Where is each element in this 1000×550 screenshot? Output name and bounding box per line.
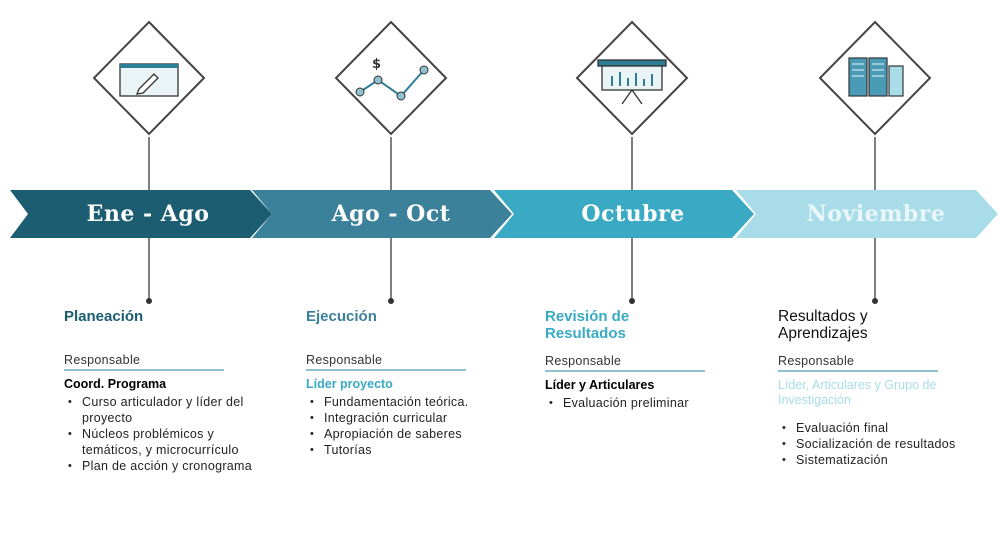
responsible-heading: Responsable bbox=[778, 354, 938, 372]
responsible-heading: Responsable bbox=[64, 353, 224, 371]
list-item: Integración curricular bbox=[310, 410, 496, 426]
arrow-shape-1 bbox=[10, 190, 272, 238]
responsible-name: Coord. Programa bbox=[64, 377, 167, 391]
period-label-1: Ene - Ago bbox=[86, 201, 210, 227]
connector-dot-1 bbox=[146, 298, 152, 304]
list-item: Apropiación de saberes bbox=[310, 426, 496, 442]
period-label-2: Ago - Oct bbox=[331, 201, 451, 227]
responsible-name: Líder y Articulares bbox=[545, 378, 655, 392]
task-list: Curso articulador y líder del proyecto N… bbox=[64, 394, 254, 474]
phase-title: Resultados y Aprendizajes bbox=[778, 308, 868, 342]
connector-dot-2 bbox=[388, 298, 394, 304]
responsible-heading: Responsable bbox=[545, 354, 705, 372]
arrow-shape-2 bbox=[252, 190, 512, 238]
svg-text:$: $ bbox=[372, 57, 381, 72]
task-list: Fundamentación teórica. Integración curr… bbox=[306, 394, 496, 458]
list-item: Sistematización bbox=[782, 452, 983, 468]
list-item: Núcleos problémicos y temáticos, y micro… bbox=[68, 426, 254, 458]
stage-column-1: Planeación Responsable Coord. Programa C… bbox=[64, 308, 254, 474]
list-item: Curso articulador y líder del proyecto bbox=[68, 394, 254, 426]
period-label-4: Noviembre bbox=[806, 201, 946, 227]
list-item: Tutorías bbox=[310, 442, 496, 458]
responsible-heading: Responsable bbox=[306, 353, 466, 371]
list-item: Socialización de resultados bbox=[782, 436, 983, 452]
connector-dot-4 bbox=[872, 298, 878, 304]
responsible-name: Líder, Articulares y Grupo de Investigac… bbox=[778, 378, 937, 407]
task-list: Evaluación final Socialización de result… bbox=[778, 420, 983, 468]
presentation-board-icon bbox=[597, 59, 667, 105]
connector-dot-3 bbox=[629, 298, 635, 304]
list-item: Evaluación preliminar bbox=[549, 395, 735, 411]
phase-title: Revisión de Resultados bbox=[545, 308, 630, 342]
window-pencil-icon bbox=[119, 63, 179, 97]
responsible-name: Líder proyecto bbox=[306, 377, 393, 391]
arrow-shape-4 bbox=[736, 190, 998, 238]
list-item: Plan de acción y cronograma bbox=[68, 458, 254, 474]
phase-title: Planeación bbox=[64, 308, 144, 325]
task-list: Evaluación preliminar bbox=[545, 395, 735, 411]
list-item: Fundamentación teórica. bbox=[310, 394, 496, 410]
dollar-line-chart-icon: $ bbox=[355, 57, 429, 101]
stage-column-3: Revisión de Resultados Responsable Líder… bbox=[545, 308, 735, 411]
stage-column-2: Ejecución Responsable Líder proyecto Fun… bbox=[306, 308, 496, 458]
diamond-2 bbox=[334, 20, 448, 136]
stage-column-4: Resultados y Aprendizajes Responsable Lí… bbox=[778, 308, 983, 468]
documents-bars-icon bbox=[848, 57, 904, 97]
list-item: Evaluación final bbox=[782, 420, 983, 436]
period-label-3: Octubre bbox=[581, 201, 685, 227]
arrow-shape-3 bbox=[494, 190, 754, 238]
phase-title: Ejecución bbox=[306, 308, 377, 325]
